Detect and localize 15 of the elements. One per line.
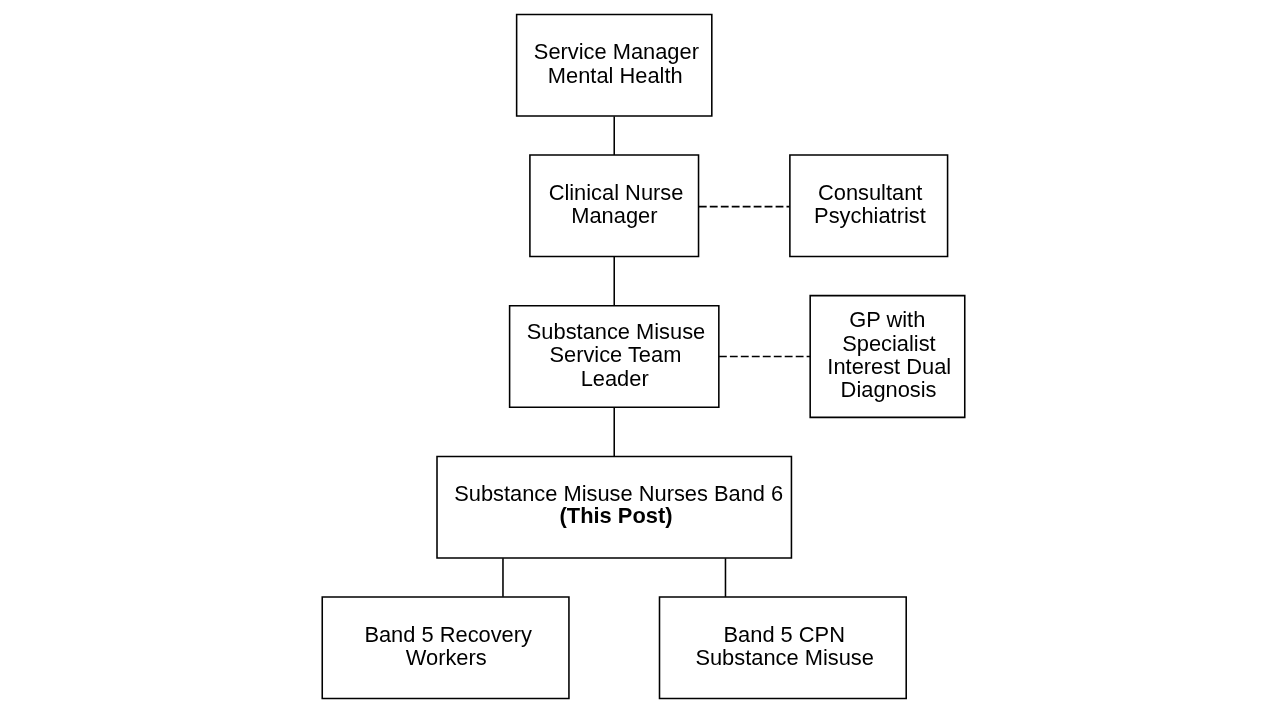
connector	[502, 557, 504, 598]
node-box: GP with Specialist Interest Dual Diagnosis	[809, 294, 966, 419]
node-box: Consultant Psychiatrist	[789, 154, 949, 258]
node-box: Band 5 CPN Substance Misuse	[658, 596, 907, 700]
node-box: Band 5 Recovery Workers	[321, 596, 570, 700]
connector	[724, 557, 727, 598]
node-box: Substance Misuse Service Team Leader	[508, 305, 720, 408]
node-box: Service Manager Mental Health	[515, 13, 713, 117]
connector	[698, 205, 791, 208]
node-box: Substance Misuse Nurses Band 6 (This Post)	[436, 455, 793, 559]
connector	[613, 406, 615, 457]
connector	[718, 355, 811, 358]
connector	[613, 115, 615, 156]
connector	[613, 256, 615, 307]
node-box: Clinical Nurse Manager	[529, 154, 700, 258]
